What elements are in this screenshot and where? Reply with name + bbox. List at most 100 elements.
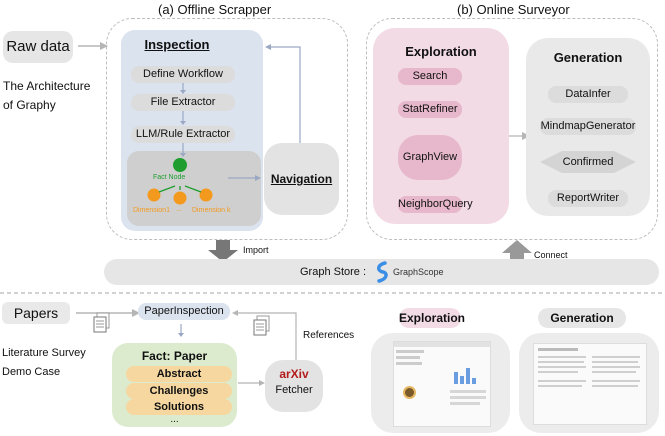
neighborquery-item: NeighborQuery (398, 196, 473, 213)
screenshot-graph-node (403, 386, 416, 399)
report-line (538, 371, 578, 373)
abstract-item: Abstract (126, 366, 232, 382)
architecture-caption: The Architecture of Graphy (3, 77, 90, 115)
import-arrow-icon (208, 240, 238, 262)
screenshot-bar (460, 376, 464, 384)
graphview-item: GraphView (398, 135, 462, 180)
report-line (592, 385, 638, 387)
screenshot-bar (472, 378, 476, 384)
demo-generation-label: Generation (538, 308, 626, 328)
survey-caption: Literature Survey Demo Case (2, 344, 86, 382)
import-label: Import (243, 245, 269, 255)
report-line (538, 348, 578, 351)
exploration-title: Exploration (405, 44, 477, 59)
connect-label: Connect (534, 250, 568, 260)
datainfer-item: DataInfer (548, 86, 628, 103)
report-line (592, 371, 636, 373)
report-line (592, 366, 640, 368)
report-line (538, 356, 586, 358)
graphscope-brand: GraphScope (393, 267, 444, 277)
arrowhead (132, 309, 140, 317)
screenshot-toolbar (394, 342, 490, 347)
screenshot-line (396, 356, 420, 359)
paper-inspection-box: PaperInspection (138, 303, 230, 320)
online-surveyor-title: (b) Online Surveyor (457, 2, 570, 17)
edge-fact-dim1 (158, 185, 176, 193)
document-stack-icon-2 (253, 315, 270, 336)
architecture-line-1: The Architecture (3, 79, 91, 93)
graphscope-logo-icon (377, 261, 388, 283)
statrefiner-item: StatRefiner (398, 101, 462, 118)
file-extractor-step: File Extractor (131, 94, 235, 111)
dimension1-circle (147, 188, 161, 202)
report-line (538, 366, 586, 368)
dimension-dots: ... (176, 206, 182, 213)
arrowhead (180, 121, 186, 125)
arrowhead (259, 380, 265, 386)
document-stack-icon (93, 312, 110, 333)
fact-node-panel (127, 151, 261, 226)
arrowhead (265, 44, 271, 50)
screenshot-line (396, 350, 424, 353)
search-item: Search (398, 68, 462, 85)
report-line (592, 380, 640, 382)
connect-arrow-icon (502, 240, 532, 262)
define-workflow-step: Define Workflow (131, 66, 235, 83)
confirmed-label: Confirmed (562, 156, 614, 168)
screenshot-line (450, 396, 486, 399)
survey-line-1: Literature Survey (2, 347, 86, 359)
generation-screenshot (519, 333, 659, 433)
report-line (538, 385, 582, 387)
offline-scrapper-frame (106, 18, 348, 240)
arrowhead (232, 310, 238, 316)
reportwriter-item: ReportWriter (548, 190, 628, 207)
references-label: References (303, 330, 355, 341)
dimension-k-label: Dimension k (192, 207, 231, 214)
fetcher-label: Fetcher (275, 384, 313, 396)
survey-line-2: Demo Case (2, 366, 61, 378)
architecture-line-2: of Graphy (3, 98, 56, 112)
dimension1-label: Dimension1 (133, 207, 170, 214)
arrowhead (180, 90, 186, 94)
report-line (592, 361, 638, 363)
screenshot-line (450, 402, 480, 405)
papers-box: Papers (2, 302, 70, 324)
fact-more-dots: ... (170, 414, 179, 425)
offline-scrapper-title: (a) Offline Scrapper (158, 2, 272, 17)
arxiv-fetcher-box: arXiv Fetcher (265, 360, 323, 412)
screenshot-bar (454, 372, 458, 384)
screenshot-window (393, 341, 491, 427)
screenshot-bar (466, 368, 470, 384)
fact-node-circle (173, 158, 187, 172)
arrow-navigation-loop (269, 46, 301, 148)
report-line (538, 380, 586, 382)
exploration-screenshot (371, 333, 510, 433)
report-window (533, 343, 647, 425)
edge-fact-dimk (184, 185, 202, 193)
screenshot-line (396, 362, 422, 365)
dimension-middle-circle (173, 191, 187, 205)
generation-title: Generation (553, 50, 623, 65)
arrowhead (100, 42, 108, 50)
arrowhead (255, 175, 261, 181)
dimension-k-circle (199, 188, 213, 202)
demo-exploration-label: Exploration (399, 308, 465, 328)
graph-store-label: Graph Store : (300, 266, 367, 278)
arxiv-logo: arXiv (279, 367, 309, 381)
inspection-title[interactable]: Inspection (144, 37, 210, 52)
exploration-panel (373, 28, 509, 224)
report-line (592, 356, 640, 358)
mindmapgenerator-item: MindmapGenerator (540, 118, 636, 135)
fact-paper-title: Fact: Paper (141, 349, 208, 363)
online-surveyor-frame (366, 18, 658, 240)
screenshot-line (450, 390, 486, 393)
report-line (538, 361, 584, 363)
raw-data-box: Raw data (3, 31, 73, 63)
arrow-fetcher-loop (236, 312, 297, 363)
confirmed-diamond (540, 151, 636, 173)
solutions-item: Solutions (126, 399, 232, 415)
navigation-box[interactable]: Navigation (264, 143, 339, 215)
fact-node-label: Fact Node (153, 174, 186, 181)
confirmed-item: Confirmed (540, 151, 636, 173)
arrowhead (180, 153, 186, 157)
